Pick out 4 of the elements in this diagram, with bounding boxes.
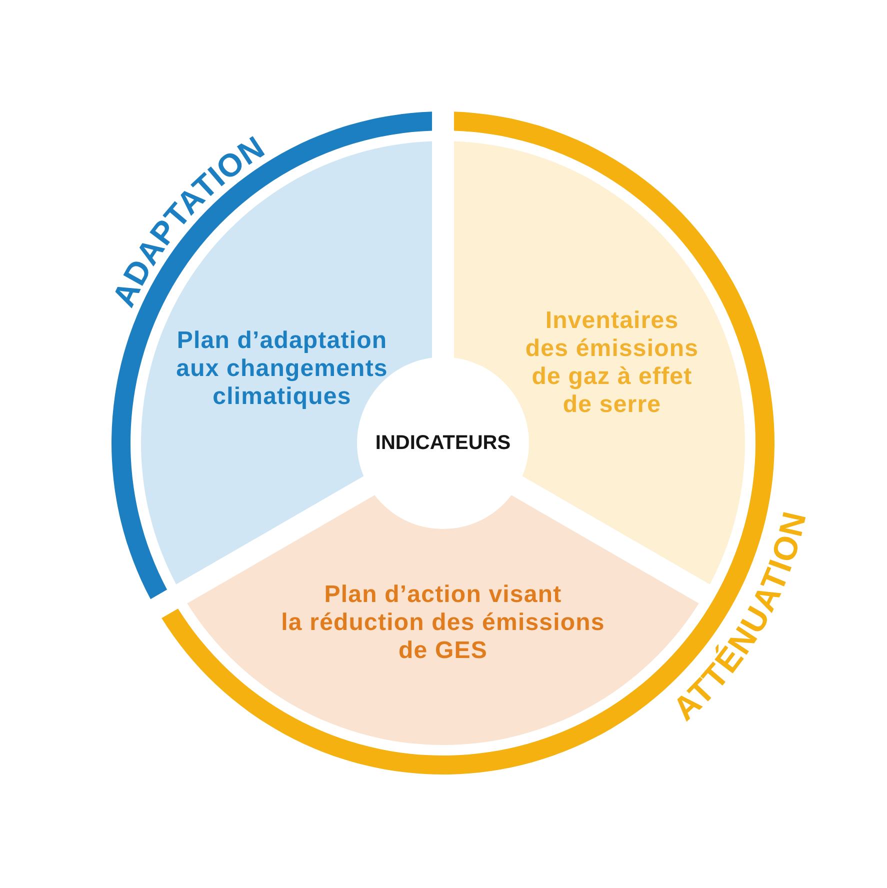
sector-label: Inventaires des émissions de gaz à effet de serre bbox=[524, 307, 700, 419]
sector-label: Plan d’action visant la réduction des émissions de GES bbox=[280, 581, 606, 665]
sector-label: Plan d’adaptation aux changements climatiques bbox=[175, 327, 389, 411]
center-label: INDICATEURS bbox=[375, 431, 511, 455]
